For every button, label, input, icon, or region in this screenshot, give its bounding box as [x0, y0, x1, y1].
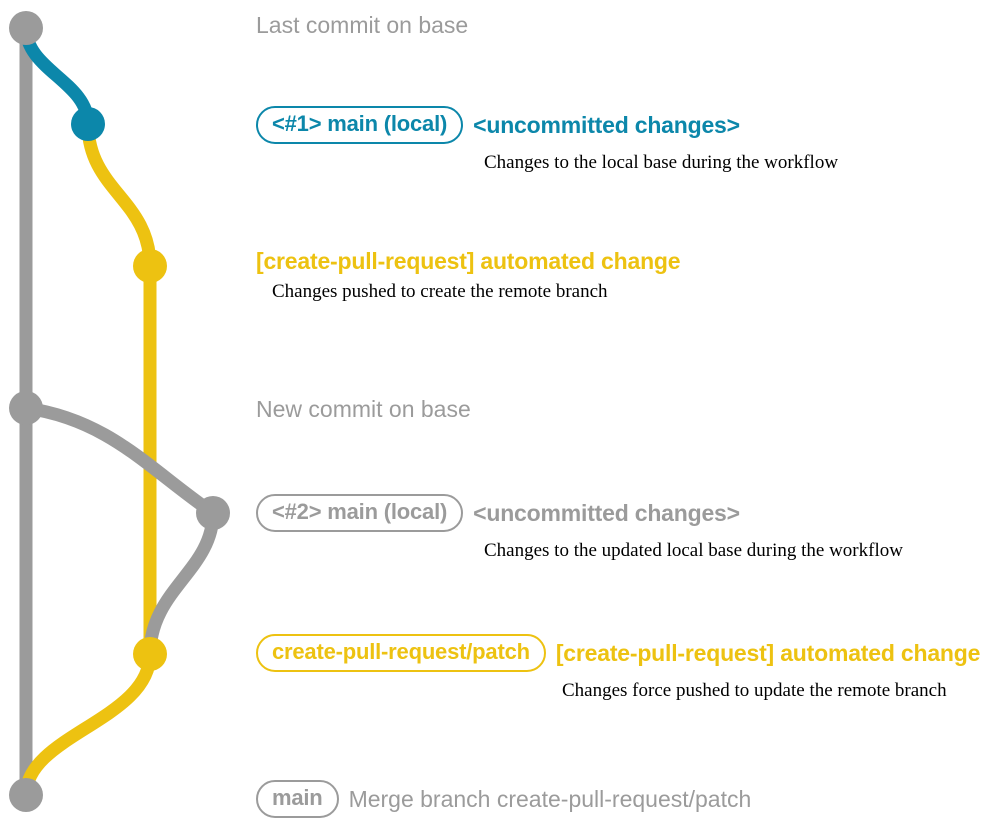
node-commit-1-local: [71, 107, 105, 141]
commit-headline: [create-pull-request] automated change: [555, 639, 981, 666]
commit-label-line: Last commit on base: [256, 14, 468, 37]
commit-entry-new-commit-on-base: New commit on base: [256, 398, 471, 421]
commit-label-line: <#2> main (local) <uncommitted changes>: [256, 494, 740, 532]
commit-label-line: create-pull-request/patch [create-pull-r…: [256, 634, 980, 672]
commit-entry-commit-4-automated: create-pull-request/patch [create-pull-r…: [256, 634, 980, 700]
edge-base-to-local-2: [19, 401, 220, 520]
commit-entry-last-commit-on-base: Last commit on base: [256, 14, 468, 37]
commit-headline: [create-pull-request] automated change: [256, 248, 681, 274]
commit-headline: Merge branch create-pull-request/patch: [348, 785, 752, 812]
commit-headline: <uncommitted changes>: [473, 111, 740, 138]
commit-label-line: New commit on base: [256, 398, 471, 421]
commit-headline: <uncommitted changes>: [473, 499, 740, 526]
edge-remote-to-merge: [19, 647, 157, 802]
node-new-commit-on-base: [9, 391, 43, 425]
commit-label-line: <#1> main (local) <uncommitted changes>: [256, 106, 740, 144]
commit-label-line: main Merge branch create-pull-request/pa…: [256, 780, 751, 818]
edge-local-1-to-remote-1: [81, 117, 157, 273]
branch-pill-main[interactable]: main: [256, 780, 339, 818]
edge-base-to-local-1: [19, 21, 95, 131]
commit-description: Changes pushed to create the remote bran…: [272, 281, 608, 302]
commit-entry-commit-5-merge: main Merge branch create-pull-request/pa…: [256, 780, 751, 818]
edge-local-2-to-remote-2: [143, 506, 220, 661]
commit-description: Changes to the local base during the wor…: [484, 152, 839, 173]
commit-label-line: [create-pull-request] automated change: [256, 248, 681, 274]
node-commit-3-local: [196, 496, 230, 530]
commit-headline: New commit on base: [256, 396, 471, 422]
commit-description: Changes force pushed to update the remot…: [562, 680, 947, 701]
commit-nodes: [9, 11, 230, 812]
node-commit-5-merge: [9, 778, 43, 812]
node-commit-2-automated: [133, 249, 167, 283]
node-last-commit-on-base: [9, 11, 43, 45]
commit-entry-commit-3-local: <#2> main (local) <uncommitted changes> …: [256, 494, 903, 560]
branch-pill-main-local-2[interactable]: <#2> main (local): [256, 494, 464, 532]
node-commit-4-automated: [133, 637, 167, 671]
commit-headline: Last commit on base: [256, 12, 469, 38]
branch-pill-main-local-1[interactable]: <#1> main (local): [256, 106, 464, 144]
branch-pill-create-pull-request-patch[interactable]: create-pull-request/patch: [256, 634, 546, 672]
commit-entry-commit-1-local: <#1> main (local) <uncommitted changes> …: [256, 106, 838, 172]
commit-description: Changes to the updated local base during…: [484, 540, 903, 561]
commit-entry-commit-2-automated: [create-pull-request] automated change C…: [256, 248, 681, 302]
